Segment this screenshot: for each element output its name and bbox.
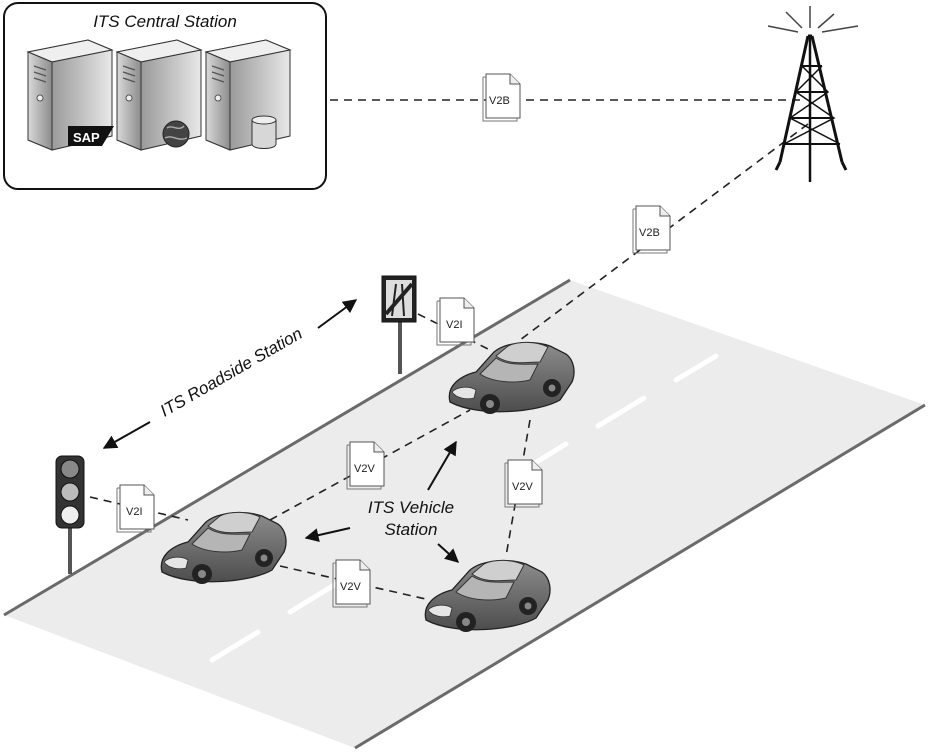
- svg-text:V2V: V2V: [512, 481, 533, 493]
- svg-text:V2I: V2I: [126, 506, 143, 518]
- roadside-arrow-to-sign: [317, 299, 358, 329]
- svg-text:V2B: V2B: [639, 227, 660, 239]
- lane-markings: [209, 353, 719, 663]
- roadside-arrow-to-light: [102, 421, 151, 449]
- database-icon: [251, 115, 277, 149]
- vehicle-arrow-to-top-car: [427, 440, 457, 491]
- roadside-station-label: ITS Roadside Station: [157, 324, 306, 421]
- database-server-icon: [205, 39, 291, 151]
- message-v2b-tower: V2B: [632, 205, 671, 254]
- svg-text:SAP: SAP: [73, 130, 100, 145]
- message-v2v-upper: V2V: [346, 441, 385, 490]
- message-v2v-lower: V2V: [332, 559, 371, 608]
- vehicle-arrow-to-left-car: [304, 527, 351, 543]
- cell-tower-icon: [767, 6, 859, 182]
- message-v2v-right: V2V: [504, 459, 543, 508]
- sap-logo-icon: SAP: [68, 126, 114, 146]
- central-station-title: ITS Central Station: [93, 12, 237, 31]
- svg-text:V2V: V2V: [354, 463, 375, 475]
- road: [3, 278, 926, 750]
- message-v2i-sign: V2I: [436, 297, 475, 346]
- svg-text:V2I: V2I: [446, 319, 463, 331]
- message-v2b-top: V2B: [482, 73, 521, 122]
- traffic-light-icon: [55, 455, 85, 574]
- road-sign-icon: [381, 275, 417, 374]
- vehicle-station-label-line1: ITS Vehicle: [368, 498, 454, 517]
- vehicle-arrow-to-bottom-car: [437, 543, 460, 563]
- message-v2i-light: V2I: [116, 484, 155, 533]
- svg-text:V2V: V2V: [340, 581, 361, 593]
- vehicle-station-label-line2: Station: [385, 520, 438, 539]
- globe-icon: [162, 120, 190, 148]
- svg-text:V2B: V2B: [489, 95, 510, 107]
